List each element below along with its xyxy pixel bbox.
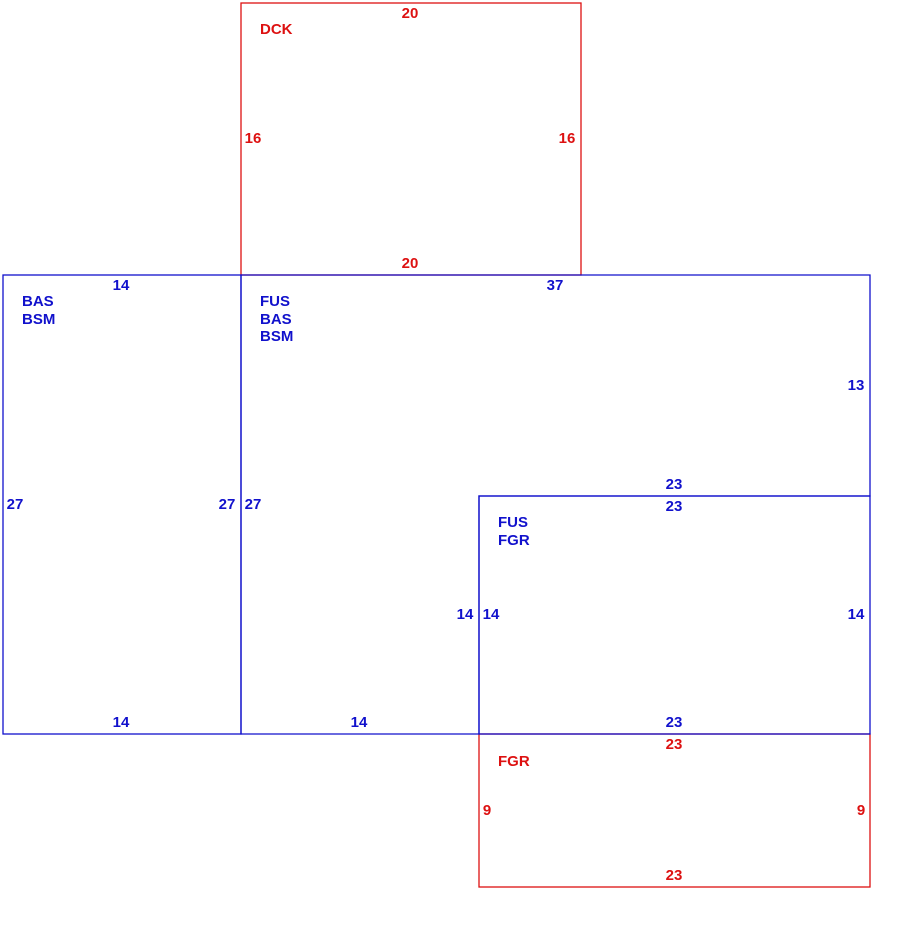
area-fus-bas-bsm-dim-top: 37	[547, 277, 564, 294]
area-fus-fgr-dim-bottom: 23	[666, 714, 683, 731]
area-fus-fgr-dim-right: 14	[848, 606, 865, 623]
area-fus-bas-bsm-dim-step-horizontal: 23	[666, 476, 683, 493]
area-fus-bas-bsm-dim-step-vertical: 14	[457, 606, 474, 623]
area-fgr-dim-left: 9	[483, 802, 491, 819]
area-fus-bas-bsm-dim-right-upper: 13	[848, 377, 865, 394]
area-bas-bsm-dim-right: 27	[219, 496, 236, 513]
area-fus-bas-bsm-label-3: BSM	[260, 328, 293, 345]
area-fgr-dim-bottom: 23	[666, 867, 683, 884]
area-dck-label-1: DCK	[260, 21, 293, 38]
area-fus-fgr-outline	[478, 495, 871, 735]
area-fus-bas-bsm-dim-bottom: 14	[351, 714, 368, 731]
area-fus-bas-bsm-label-2: BAS	[260, 311, 292, 328]
area-fus-fgr-label-1: FUS	[498, 514, 528, 531]
area-bas-bsm-dim-top: 14	[113, 277, 130, 294]
area-fus-bas-bsm-dim-left: 27	[245, 496, 262, 513]
area-fus-fgr: FUS FGR 23 14 14 23	[478, 495, 871, 735]
area-fgr: FGR 23 9 9 23	[478, 733, 871, 888]
area-dck-dim-right: 16	[559, 130, 576, 147]
area-fgr-label-1: FGR	[498, 753, 530, 770]
area-fus-bas-bsm-label-1: FUS	[260, 293, 290, 310]
area-fus-fgr-dim-left: 14	[483, 606, 500, 623]
area-dck-dim-bottom: 20	[402, 255, 419, 272]
area-dck: DCK 20 16 16 20	[240, 2, 582, 276]
area-bas-bsm-label-2: BSM	[22, 311, 55, 328]
area-fus-bas-bsm: FUS BAS BSM 37 27 13 23 14 14	[240, 274, 871, 735]
area-fgr-outline	[478, 733, 871, 888]
area-fus-bas-bsm-outline	[240, 274, 871, 735]
area-bas-bsm-dim-left: 27	[7, 496, 24, 513]
area-bas-bsm-dim-bottom: 14	[113, 714, 130, 731]
area-dck-outline	[240, 2, 582, 276]
area-fgr-dim-top: 23	[666, 736, 683, 753]
area-dck-dim-left: 16	[245, 130, 262, 147]
area-dck-dim-top: 20	[402, 5, 419, 22]
area-fgr-dim-right: 9	[857, 802, 865, 819]
area-fus-fgr-dim-top: 23	[666, 498, 683, 515]
area-bas-bsm: BAS BSM 14 27 27 14	[2, 274, 242, 735]
area-fus-fgr-label-2: FGR	[498, 532, 530, 549]
area-bas-bsm-outline	[2, 274, 242, 735]
area-bas-bsm-label-1: BAS	[22, 293, 54, 310]
